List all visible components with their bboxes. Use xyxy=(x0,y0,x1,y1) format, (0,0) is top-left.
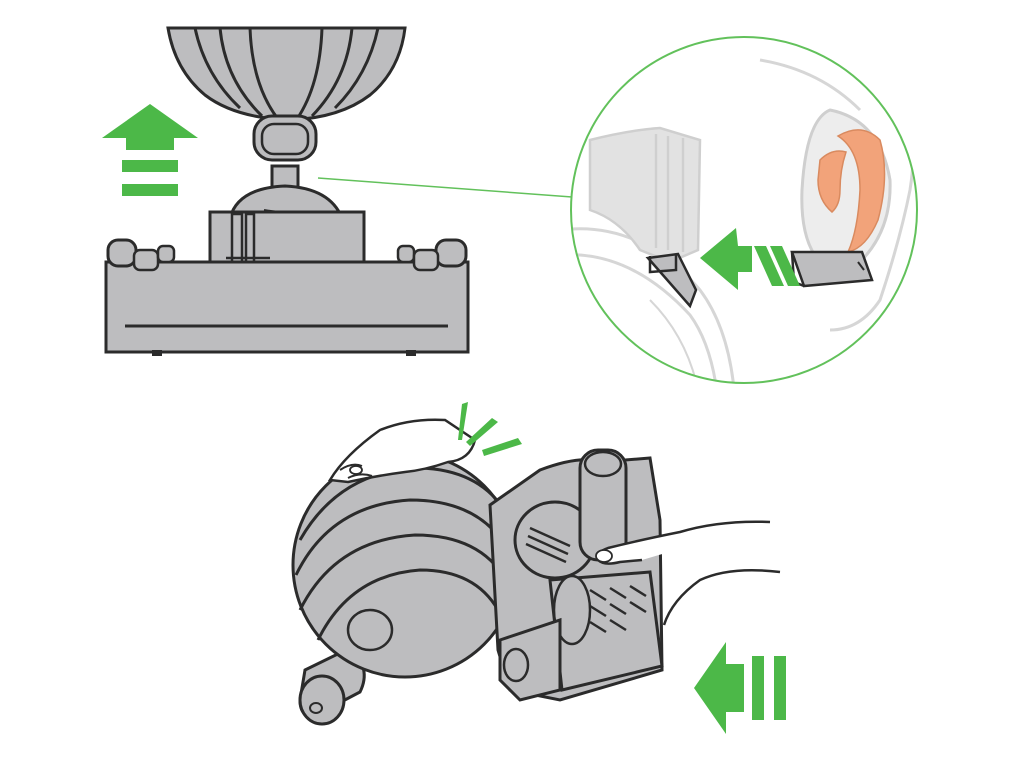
press-marks-icon xyxy=(458,402,522,456)
vacuum-ball xyxy=(166,26,407,162)
arrow-left-icon xyxy=(694,642,786,734)
vacuum-ball-side xyxy=(291,451,519,679)
wand xyxy=(298,646,366,726)
hand-top xyxy=(327,418,477,484)
callout-line xyxy=(317,177,573,198)
cleaner-head-side xyxy=(488,448,664,702)
arrow-left-icon xyxy=(700,228,800,290)
cleaner-head xyxy=(104,164,470,356)
panel-attach-head xyxy=(291,402,786,734)
hand-right xyxy=(595,520,781,626)
panel-remove-head xyxy=(102,26,573,356)
arrow-up-icon xyxy=(102,104,198,196)
panel-detail-zoom xyxy=(570,36,918,384)
zoom-circle xyxy=(570,36,918,384)
